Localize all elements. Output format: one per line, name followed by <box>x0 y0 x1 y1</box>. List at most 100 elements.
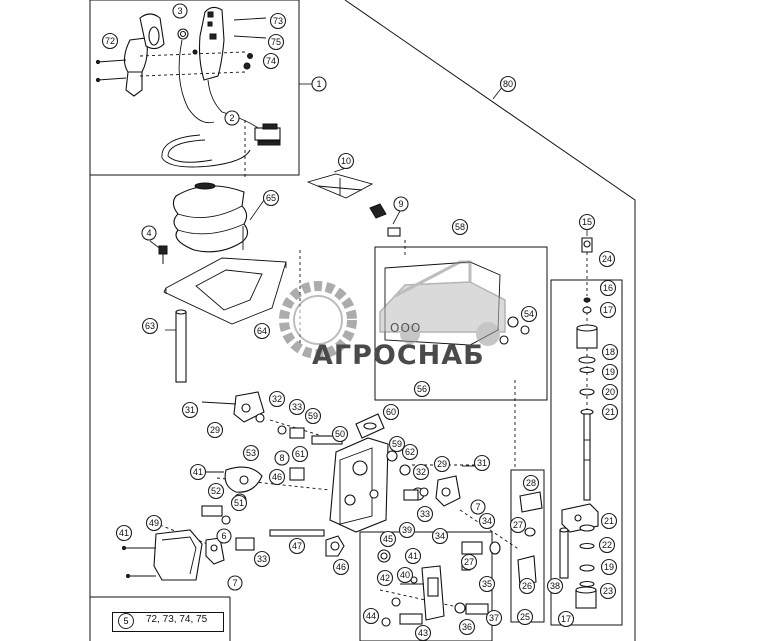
svg-text:29: 29 <box>210 425 220 435</box>
svg-text:46: 46 <box>336 562 346 572</box>
callout-18: 18 <box>601 343 619 361</box>
svg-text:8: 8 <box>279 453 284 463</box>
svg-text:80: 80 <box>503 79 513 89</box>
callout-15: 15 <box>578 213 596 231</box>
callout-21b: 21 <box>600 512 618 530</box>
callout-19a: 19 <box>601 363 619 381</box>
callout-33a: 33 <box>288 398 306 416</box>
callout-50: 50 <box>331 425 349 443</box>
callout-31b: 31 <box>473 454 491 472</box>
svg-text:53: 53 <box>246 448 256 458</box>
callout-42: 42 <box>376 569 394 587</box>
callouts: 3 72 73 75 74 1 80 2 10 65 9 4 58 15 24 … <box>101 3 619 641</box>
svg-text:35: 35 <box>482 579 492 589</box>
callout-41a: 41 <box>189 463 207 481</box>
callout-63: 63 <box>141 317 159 335</box>
svg-text:44: 44 <box>366 611 376 621</box>
svg-text:41: 41 <box>119 528 129 538</box>
callout-21a: 21 <box>601 403 619 421</box>
svg-text:31: 31 <box>185 405 195 415</box>
callout-59b: 59 <box>388 435 406 453</box>
callout-19b: 19 <box>600 558 618 576</box>
callout-6: 6 <box>216 528 232 544</box>
callout-45: 45 <box>379 530 397 548</box>
svg-text:60: 60 <box>386 407 396 417</box>
callout-56: 56 <box>413 380 431 398</box>
callout-34b: 34 <box>431 527 449 545</box>
svg-text:20: 20 <box>605 387 615 397</box>
svg-text:17: 17 <box>603 305 613 315</box>
svg-text:32: 32 <box>416 467 426 477</box>
svg-text:37: 37 <box>489 613 499 623</box>
callout-17a: 17 <box>599 301 617 319</box>
kit-legend-items: 72, 73, 74, 75 <box>146 614 208 625</box>
callout-44: 44 <box>362 607 380 625</box>
callout-73: 73 <box>269 12 287 30</box>
callout-20: 20 <box>601 383 619 401</box>
group-frames <box>89 0 636 641</box>
svg-text:38: 38 <box>550 581 560 591</box>
svg-text:34: 34 <box>435 531 445 541</box>
svg-text:54: 54 <box>524 309 534 319</box>
svg-text:58: 58 <box>455 222 465 232</box>
svg-text:7: 7 <box>475 502 480 512</box>
svg-text:18: 18 <box>605 347 615 357</box>
svg-text:41: 41 <box>193 467 203 477</box>
svg-text:3: 3 <box>177 6 182 16</box>
callout-29a: 29 <box>206 421 224 439</box>
svg-text:27: 27 <box>513 520 523 530</box>
callout-41c: 41 <box>404 547 422 565</box>
svg-text:21: 21 <box>604 516 614 526</box>
svg-text:63: 63 <box>145 321 155 331</box>
svg-text:19: 19 <box>605 367 615 377</box>
callout-26: 26 <box>518 577 536 595</box>
callout-51: 51 <box>230 494 248 512</box>
callout-75: 75 <box>267 33 285 51</box>
svg-text:49: 49 <box>149 518 159 528</box>
callout-60: 60 <box>382 403 400 421</box>
callout-36: 36 <box>458 618 476 636</box>
svg-text:65: 65 <box>266 193 276 203</box>
callout-22: 22 <box>598 536 616 554</box>
callout-39: 39 <box>398 521 416 539</box>
callout-53: 53 <box>242 444 260 462</box>
svg-text:24: 24 <box>602 254 612 264</box>
callout-41b: 41 <box>115 524 133 542</box>
svg-text:31: 31 <box>477 458 487 468</box>
callout-35: 35 <box>478 575 496 593</box>
svg-text:52: 52 <box>211 486 221 496</box>
callout-64: 64 <box>253 322 271 340</box>
callout-9: 9 <box>393 196 409 212</box>
callout-62: 62 <box>401 443 419 461</box>
svg-text:39: 39 <box>402 525 412 535</box>
watermark-org: ООО <box>390 321 422 335</box>
callout-34a: 34 <box>478 512 496 530</box>
svg-text:27: 27 <box>464 557 474 567</box>
svg-text:4: 4 <box>146 228 151 238</box>
callout-47: 47 <box>288 537 306 555</box>
callout-27a: 27 <box>509 516 527 534</box>
svg-text:46: 46 <box>272 472 282 482</box>
callout-31a: 31 <box>181 401 199 419</box>
callout-3: 3 <box>172 3 188 19</box>
callout-74: 74 <box>262 52 280 70</box>
svg-text:56: 56 <box>417 384 427 394</box>
svg-text:64: 64 <box>257 326 267 336</box>
svg-text:15: 15 <box>582 217 592 227</box>
svg-text:1: 1 <box>316 79 321 89</box>
watermark-name: АГРОСНАБ <box>312 340 485 371</box>
callout-32a: 32 <box>268 390 286 408</box>
svg-text:33: 33 <box>292 402 302 412</box>
callout-54: 54 <box>520 305 538 323</box>
callout-80: 80 <box>499 75 517 93</box>
callout-33c: 33 <box>253 550 271 568</box>
svg-text:6: 6 <box>221 531 226 541</box>
svg-text:33: 33 <box>257 554 267 564</box>
lower-subassembly <box>377 549 489 627</box>
svg-text:22: 22 <box>602 540 612 550</box>
svg-text:7: 7 <box>232 578 237 588</box>
central-housing <box>121 391 543 587</box>
callout-38: 38 <box>546 577 564 595</box>
callout-16: 16 <box>599 279 617 297</box>
